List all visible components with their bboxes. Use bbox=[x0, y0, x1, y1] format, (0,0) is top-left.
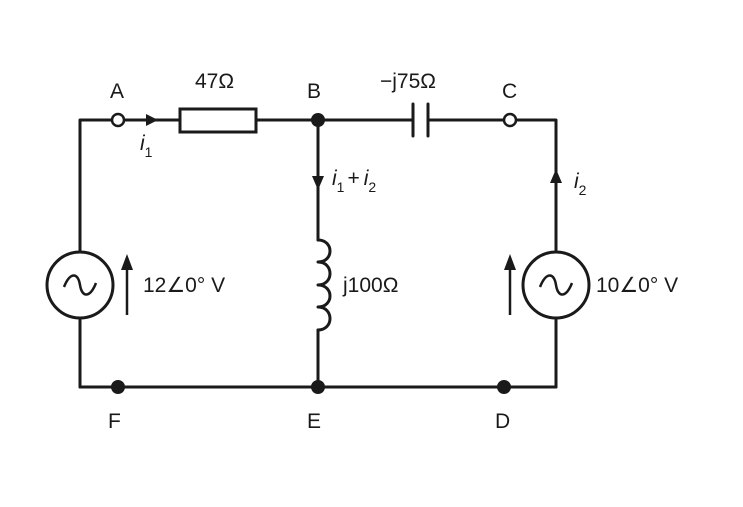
node-a-terminal bbox=[110, 112, 126, 128]
node-label-e: E bbox=[307, 410, 321, 433]
i2-arrow-icon bbox=[550, 169, 562, 200]
wire-left-top bbox=[78, 118, 114, 254]
inductor-symbol bbox=[316, 238, 332, 332]
node-label-d: D bbox=[495, 410, 510, 433]
i1-arrow-icon bbox=[136, 114, 158, 126]
right-source-symbol bbox=[521, 250, 591, 320]
left-source-label: 12∠0° V bbox=[143, 274, 225, 297]
sine-wave-icon bbox=[62, 274, 98, 296]
arrows bbox=[121, 114, 562, 315]
resistor-symbol bbox=[178, 107, 258, 134]
node-c-terminal bbox=[502, 112, 518, 128]
current-i2-label: i2 bbox=[574, 170, 587, 198]
node-f-dot bbox=[111, 380, 125, 394]
resistor-label: 47Ω bbox=[195, 70, 234, 93]
node-label-f: F bbox=[108, 410, 121, 433]
current-i1-label: i1 bbox=[140, 132, 153, 160]
left-source-symbol bbox=[45, 250, 115, 320]
right-source-voltage-arrow-icon bbox=[504, 254, 516, 315]
inductor-label: j100Ω bbox=[342, 274, 398, 297]
capacitor-symbol bbox=[411, 102, 430, 138]
sine-wave-icon bbox=[538, 274, 574, 296]
current-sum-label: i1+i2 bbox=[332, 167, 376, 195]
branch-current-arrow-icon bbox=[312, 145, 324, 190]
left-source-voltage-arrow-icon bbox=[121, 254, 133, 315]
node-d-dot bbox=[497, 380, 511, 394]
node-label-a: A bbox=[110, 80, 124, 103]
right-source-label: 10∠0° V bbox=[596, 274, 678, 297]
node-label-b: B bbox=[307, 80, 321, 103]
node-label-c: C bbox=[502, 80, 517, 103]
capacitor-label: −j75Ω bbox=[380, 70, 436, 93]
node-b-dot bbox=[311, 113, 325, 127]
wire-right-top bbox=[514, 118, 558, 254]
node-e-dot bbox=[311, 380, 325, 394]
